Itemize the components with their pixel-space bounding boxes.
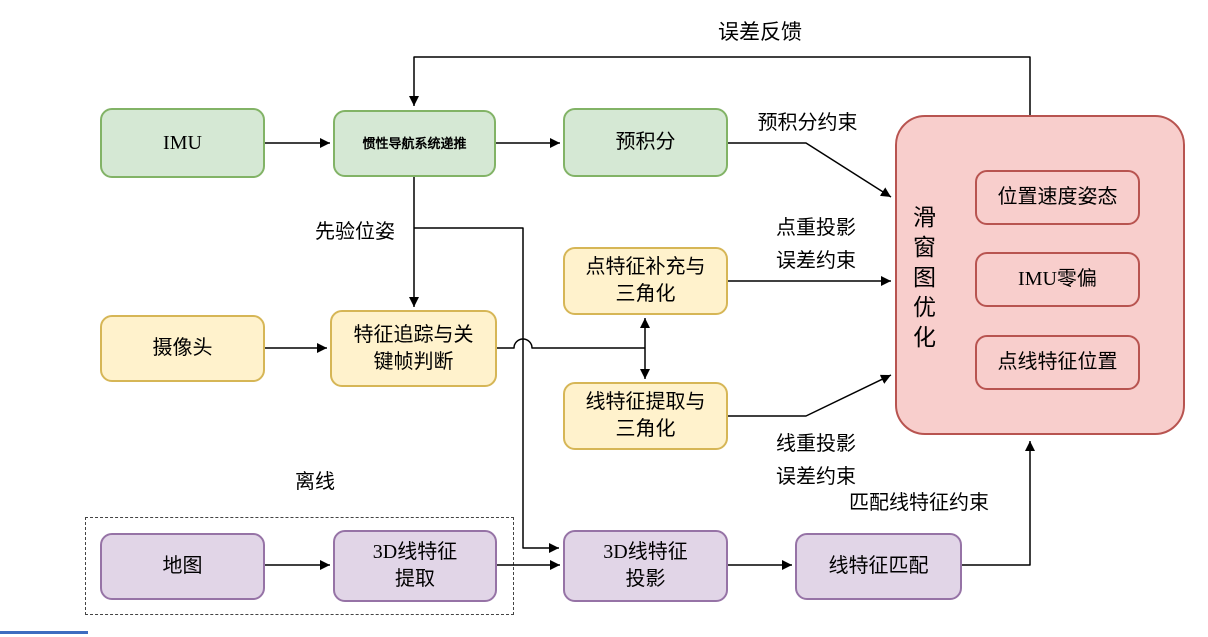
node-ins-propagation: 惯性导航系统递推 <box>333 110 496 177</box>
bottom-blue-artifact <box>0 631 88 634</box>
node-preintegration: 预积分 <box>563 108 728 177</box>
node-3d-line-extraction: 3D线特征 提取 <box>333 530 497 602</box>
node-camera: 摄像头 <box>100 315 265 382</box>
edge-label-preintegration-constraint: 预积分约束 <box>757 112 858 134</box>
arrow-matching-to-optimizer <box>962 441 1035 566</box>
edge-label-matched-line-constraint: 匹配线特征约束 <box>849 492 989 514</box>
arrow-prior-pose-to-projection <box>414 227 559 553</box>
arrow-error-feedback <box>409 56 1031 115</box>
line-tracking-to-junction <box>497 338 645 349</box>
node-position-velocity-attitude: 位置速度姿态 <box>975 170 1140 225</box>
node-point-triangulation: 点特征补充与 三角化 <box>563 247 728 315</box>
arrow-preintegration-to-optimizer <box>728 142 892 198</box>
node-imu-bias: IMU零偏 <box>975 252 1140 307</box>
edge-label-prior-pose: 先验位姿 <box>315 221 395 243</box>
node-line-triangulation: 线特征提取与 三角化 <box>563 382 728 450</box>
offline-group-box <box>85 517 514 615</box>
node-3d-line-projection: 3D线特征 投影 <box>563 530 728 602</box>
edge-label-point-reprojection: 点重投影 误差约束 <box>776 217 856 272</box>
edge-label-line-reprojection: 线重投影 误差约束 <box>776 433 856 488</box>
optimizer-vertical-label: 滑窗图优化 <box>913 205 936 350</box>
node-feature-tracking: 特征追踪与关 键帧判断 <box>330 310 497 387</box>
edge-label-offline: 离线 <box>295 471 335 493</box>
node-map: 地图 <box>100 533 265 600</box>
node-imu: IMU <box>100 108 265 178</box>
node-line-matching: 线特征匹配 <box>795 533 962 600</box>
edge-label-error-feedback: 误差反馈 <box>718 20 802 44</box>
node-point-line-feature-position: 点线特征位置 <box>975 335 1140 390</box>
arrow-line-triangulation-to-optimizer <box>728 374 892 417</box>
